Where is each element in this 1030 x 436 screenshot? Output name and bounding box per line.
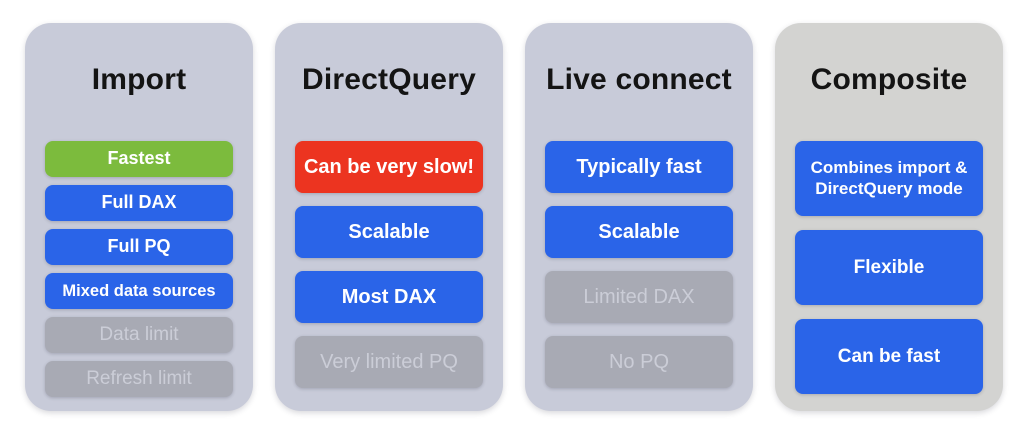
badge: Combines import & DirectQuery mode: [795, 141, 983, 216]
card-directquery: DirectQuery Can be very slow! Scalable M…: [275, 23, 503, 411]
badge-list: Typically fast Scalable Limited DAX No P…: [545, 141, 733, 388]
badge: Mixed data sources: [45, 273, 233, 309]
badge-list: Combines import & DirectQuery mode Flexi…: [795, 141, 983, 394]
badge: Data limit: [45, 317, 233, 353]
badge: Flexible: [795, 230, 983, 305]
badge: Can be fast: [795, 319, 983, 394]
badge: Fastest: [45, 141, 233, 177]
badge: Full DAX: [45, 185, 233, 221]
badge: Very limited PQ: [295, 336, 483, 388]
badge: Refresh limit: [45, 361, 233, 397]
card-import: Import Fastest Full DAX Full PQ Mixed da…: [25, 23, 253, 411]
card-title: DirectQuery: [302, 63, 476, 96]
badge: Typically fast: [545, 141, 733, 193]
card-title: Live connect: [546, 63, 732, 96]
badge: Most DAX: [295, 271, 483, 323]
badge: No PQ: [545, 336, 733, 388]
badge: Limited DAX: [545, 271, 733, 323]
card-title: Composite: [810, 63, 968, 96]
card-live-connect: Live connect Typically fast Scalable Lim…: [525, 23, 753, 411]
badge-list: Can be very slow! Scalable Most DAX Very…: [295, 141, 483, 388]
badge-list: Fastest Full DAX Full PQ Mixed data sour…: [45, 141, 233, 397]
card-title: Import: [91, 63, 187, 96]
badge: Can be very slow!: [295, 141, 483, 193]
badge: Full PQ: [45, 229, 233, 265]
card-composite: Composite Combines import & DirectQuery …: [775, 23, 1003, 411]
badge: Scalable: [545, 206, 733, 258]
badge: Scalable: [295, 206, 483, 258]
